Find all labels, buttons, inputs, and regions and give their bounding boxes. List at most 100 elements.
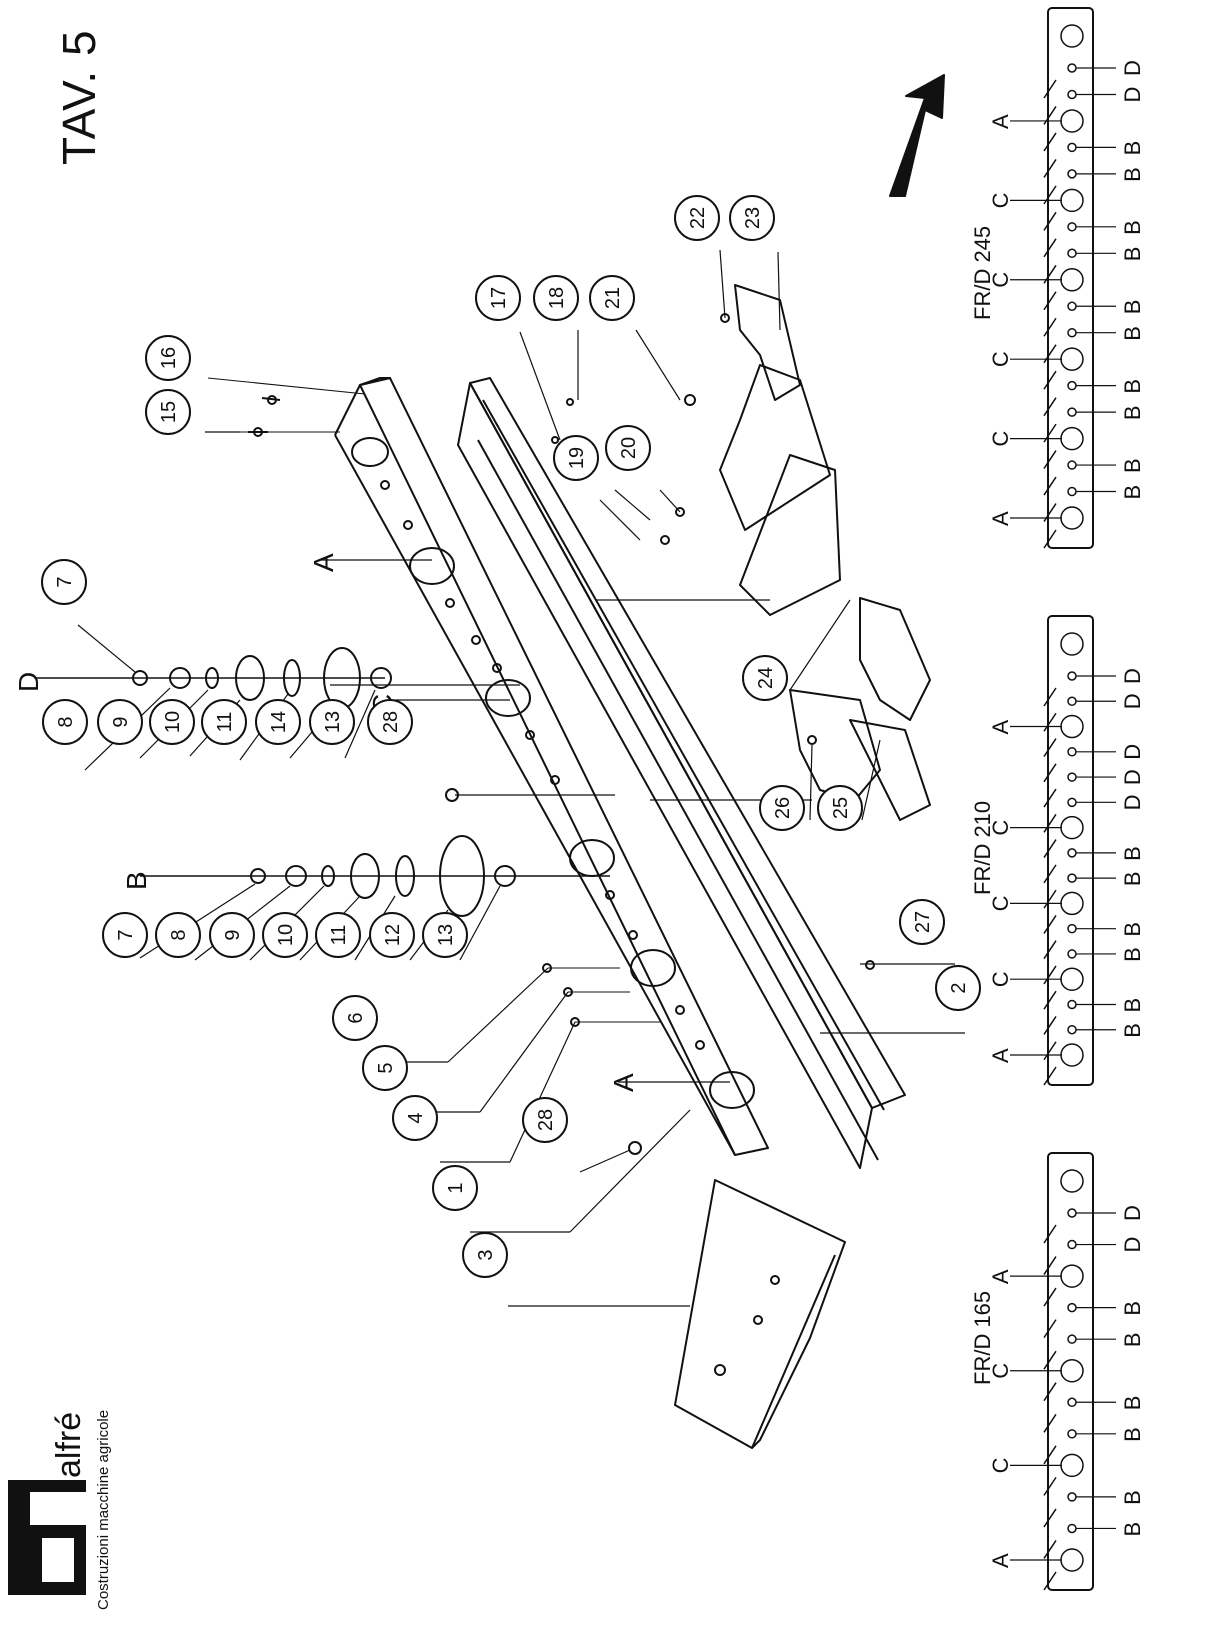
callout-number: 16 (158, 347, 180, 369)
main-plate (334, 377, 769, 1156)
position-letter: C (988, 820, 1013, 836)
callout-6: 6 (332, 995, 378, 1041)
callout-16: 16 (145, 335, 191, 381)
gear-icon (1060, 967, 1084, 991)
position-letter: D (1120, 668, 1145, 684)
callout-number: 5 (375, 1062, 397, 1073)
position-letter: A (988, 1269, 1013, 1284)
position-letter: B (1120, 1301, 1145, 1316)
hole-letter-a-top: A (308, 553, 339, 572)
callout-number: 24 (755, 667, 777, 689)
arrow-icon (889, 74, 945, 197)
gear-icon (1060, 1264, 1084, 1288)
callout-number: 4 (405, 1112, 427, 1123)
shaft-hole-icon (1067, 873, 1077, 883)
callout-number: 9 (110, 716, 132, 727)
callout-23: 23 (729, 195, 775, 241)
position-letter: C (988, 971, 1013, 987)
position-letter: C (988, 192, 1013, 208)
shaft-hole-icon (1067, 380, 1077, 391)
callout-10a: 10 (149, 699, 195, 745)
end-hole-icon (1060, 1169, 1084, 1193)
shaft-hole-icon (1067, 772, 1077, 782)
callout-number: 19 (566, 447, 588, 469)
shaft-hole-icon (1067, 1302, 1077, 1313)
position-letter: B (1120, 141, 1145, 156)
position-letter: B (1120, 922, 1145, 937)
gear-icon (1060, 1453, 1084, 1478)
callout-number: 1 (445, 1182, 467, 1193)
shaft-hole-icon (1067, 169, 1077, 179)
shaft-hole-icon (1067, 747, 1077, 757)
callout-number: 27 (912, 911, 934, 933)
position-letter: D (1120, 769, 1145, 785)
shaft-hole-icon (1067, 327, 1077, 338)
callout-3: 3 (462, 1232, 508, 1278)
callout-22: 22 (674, 195, 720, 241)
shaft-hole-icon (1067, 848, 1077, 858)
position-letter: D (1120, 1205, 1145, 1221)
callout-14: 14 (255, 699, 301, 745)
position-letter: B (1120, 485, 1145, 500)
callout-4: 4 (392, 1095, 438, 1141)
logo-icon (8, 1480, 86, 1595)
shaft-hole-icon (1067, 923, 1077, 934)
position-letter: B (1120, 220, 1145, 235)
position-letter: A (988, 114, 1013, 129)
callout-15: 15 (145, 389, 191, 435)
shaft-hole-icon (1067, 949, 1077, 959)
position-letter: C (988, 1363, 1013, 1379)
callout-number: 11 (214, 712, 236, 733)
callout-12: 12 (369, 912, 415, 958)
callout-27: 27 (899, 899, 945, 945)
callout-number: 17 (488, 287, 510, 309)
shaft-hole-icon (1067, 671, 1077, 681)
position-letter: B (1120, 1427, 1145, 1442)
shaft-hole-icon (1067, 1208, 1077, 1218)
position-letter: B (1120, 167, 1145, 182)
position-letter: B (1120, 326, 1145, 341)
shaft-hole-icon (1067, 460, 1077, 470)
callout-number: 8 (55, 716, 77, 727)
gear-icon (1060, 268, 1084, 292)
position-letter: B (1120, 379, 1145, 394)
gear-icon (1060, 815, 1084, 840)
callout-number: 3 (475, 1249, 497, 1260)
position-letter: D (1120, 60, 1145, 76)
callout-number: 11 (328, 925, 350, 946)
callout-11a: 11 (201, 699, 247, 745)
callout-number: 14 (268, 711, 290, 733)
gear-icon (1060, 1548, 1084, 1572)
end-hole-icon (1060, 24, 1084, 48)
callout-number: 21 (602, 287, 624, 309)
position-letter: B (1120, 458, 1145, 473)
position-letter: D (1120, 87, 1145, 103)
shaft-hole-icon (1067, 222, 1077, 232)
hole-letter-a-bottom: A (608, 1073, 639, 1092)
shaft-hole-icon (1067, 1334, 1077, 1344)
callout-10b: 10 (262, 912, 308, 958)
shaft-hole-icon (1067, 1024, 1077, 1035)
shaft-hole-icon (1067, 486, 1077, 497)
callout-18: 18 (533, 275, 579, 321)
callout-number: 22 (687, 207, 709, 229)
gear-icon (1060, 347, 1084, 371)
callout-17: 17 (475, 275, 521, 321)
callout-number: 7 (54, 576, 76, 587)
shaft-hole-icon (1067, 407, 1077, 417)
callout-number: 15 (158, 401, 180, 423)
position-letter: B (1120, 405, 1145, 420)
callout-7a: 7 (41, 559, 87, 605)
callout-number: 8 (168, 929, 190, 940)
callout-number: 23 (742, 207, 764, 229)
position-letter: B (1120, 1023, 1145, 1038)
position-letter: B (1120, 247, 1145, 262)
fasteners (205, 313, 875, 1155)
position-letter: B (1120, 1522, 1145, 1537)
position-letter: C (988, 431, 1013, 447)
shaft-hole-icon (1067, 999, 1077, 1010)
shaft-hole-icon (1067, 1523, 1077, 1534)
callout-28b: 28 (522, 1097, 568, 1143)
callout-number: 18 (546, 287, 568, 309)
